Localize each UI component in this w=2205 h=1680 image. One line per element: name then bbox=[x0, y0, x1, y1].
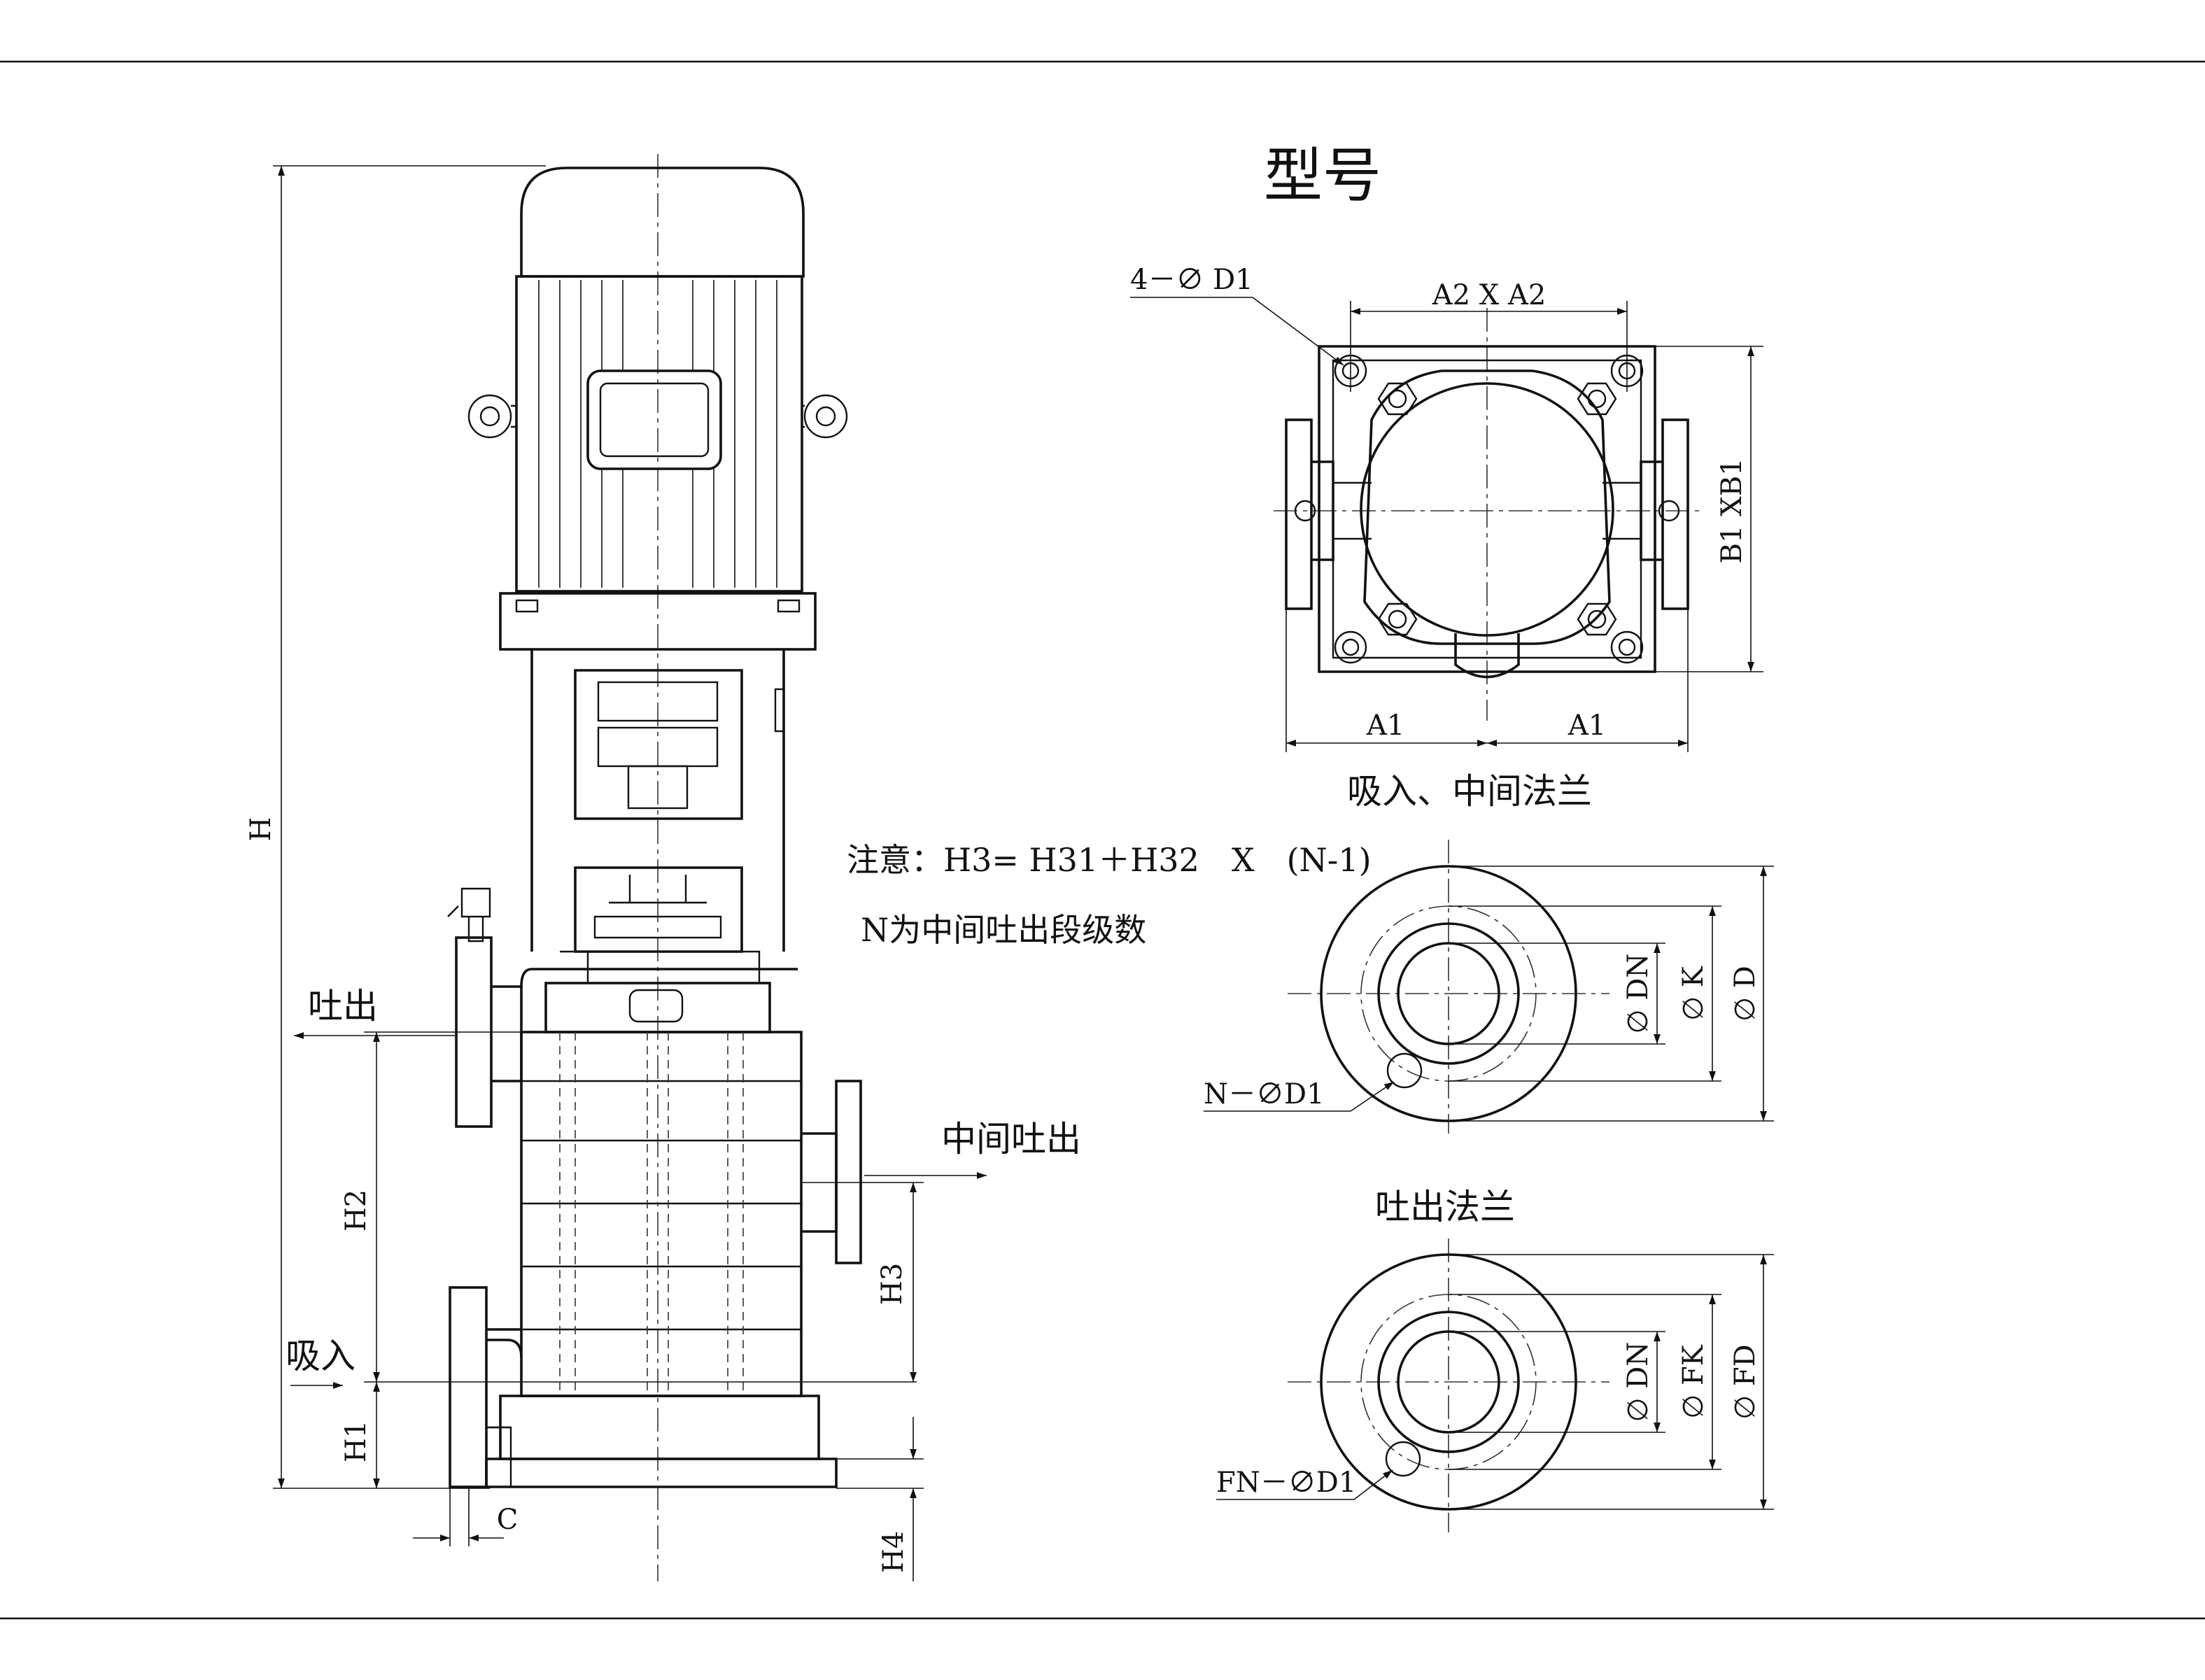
inlet-dim-D-label: ∅ D bbox=[1729, 966, 1761, 1022]
dim-holes-label: 4－∅ D1 bbox=[1130, 264, 1253, 296]
dim-C-label: C bbox=[497, 1504, 519, 1536]
dim-A2-label: A2 X A2 bbox=[1432, 279, 1547, 311]
dim-H2-label: H2 bbox=[340, 1190, 372, 1231]
outlet-flange-view: ∅ FD ∅ FK ∅ DN FN－∅D1 bbox=[1216, 1238, 1774, 1532]
inlet-flange-view: ∅ D ∅ K ∅ DN N－∅D1 bbox=[1204, 840, 1774, 1134]
middle-outlet-label: 中间吐出 bbox=[941, 1119, 1081, 1159]
top-view-caption: 吸入、中间法兰 bbox=[1347, 771, 1592, 812]
side-view-dimensions: H H2 H1 H3 H4 C 吐出 中间吐出 吸入 bbox=[245, 165, 1081, 1581]
note-line-2: N为中间吐出段级数 bbox=[861, 911, 1146, 949]
outlet-dim-FD-label: ∅ FD bbox=[1729, 1344, 1761, 1419]
outlet-label: 吐出 bbox=[308, 986, 378, 1026]
inlet-dim-DN-label: ∅ DN bbox=[1622, 954, 1654, 1034]
dim-H1-label: H1 bbox=[340, 1420, 372, 1462]
dim-H-label: H bbox=[245, 817, 277, 842]
outlet-dim-FK-label: ∅ FK bbox=[1677, 1344, 1710, 1418]
dim-A1-left-label: A1 bbox=[1366, 710, 1404, 742]
pump-top-view bbox=[1274, 308, 1700, 721]
discharge-flange-caption: 吐出法兰 bbox=[1375, 1187, 1515, 1227]
top-view-dimensions: 4－∅ D1 A2 X A2 B1 XB1 A1 A1 吸入、中间法兰 bbox=[1130, 264, 1763, 812]
inlet-dim-K-label: ∅ K bbox=[1677, 966, 1710, 1021]
inlet-label: 吸入 bbox=[286, 1336, 355, 1376]
drawing-title: 型号 bbox=[1264, 141, 1381, 210]
outlet-dim-holes-label: FN－∅D1 bbox=[1216, 1467, 1356, 1499]
dim-A1-right-label: A1 bbox=[1568, 710, 1606, 742]
inlet-dim-holes-label: N－∅D1 bbox=[1204, 1078, 1325, 1110]
pump-side-view bbox=[447, 154, 862, 1581]
dim-H4-label: H4 bbox=[878, 1531, 910, 1573]
outlet-dim-DN-label: ∅ DN bbox=[1622, 1342, 1654, 1423]
note-line-1: 注意：H3= H31＋H32 X (N-1) bbox=[847, 841, 1372, 879]
dim-B1-label: B1 XB1 bbox=[1716, 458, 1748, 564]
dim-H3-label: H3 bbox=[876, 1263, 908, 1305]
